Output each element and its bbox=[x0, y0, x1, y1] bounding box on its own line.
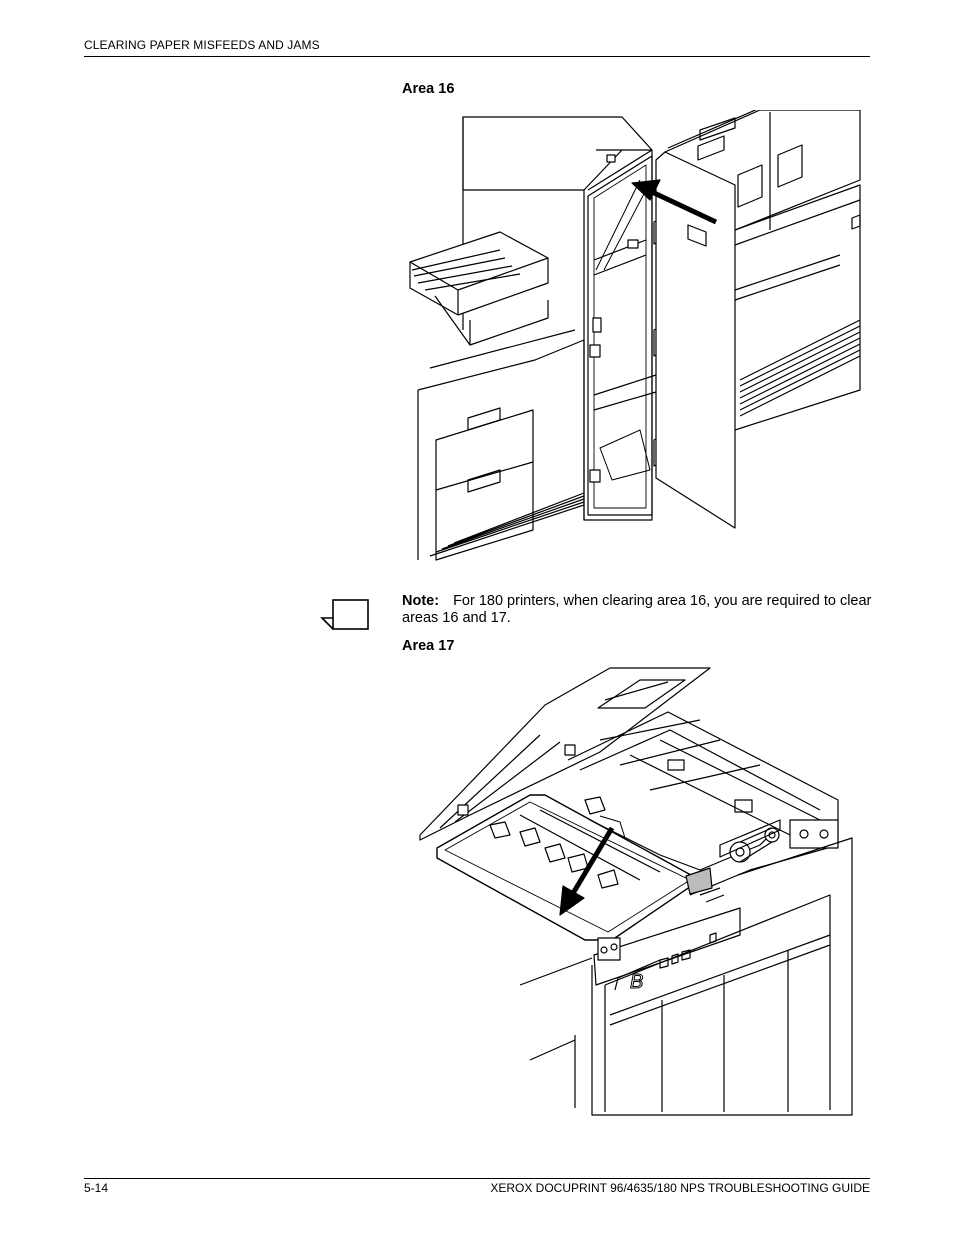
area-17-heading: Area 17 bbox=[402, 638, 455, 654]
document-title: XEROX DOCUPRINT 96/4635/180 NPS TROUBLES… bbox=[490, 1181, 870, 1195]
note-text: For 180 printers, when clearing area 16,… bbox=[402, 593, 872, 626]
area-16-heading: Area 16 bbox=[402, 81, 455, 97]
note-icon bbox=[320, 599, 369, 630]
note-label: Note: bbox=[402, 593, 440, 609]
area-16-illustration bbox=[409, 110, 861, 561]
header-rule bbox=[84, 56, 870, 57]
footer-rule bbox=[84, 1178, 870, 1179]
page-number: 5-14 bbox=[84, 1181, 109, 1195]
area-17-illustration: B bbox=[419, 667, 853, 1116]
note-block: Note:For 180 printers, when clearing are… bbox=[402, 593, 872, 627]
running-header: CLEARING PAPER MISFEEDS AND JAMS bbox=[84, 38, 320, 52]
panel-letter-b: B bbox=[630, 971, 643, 993]
